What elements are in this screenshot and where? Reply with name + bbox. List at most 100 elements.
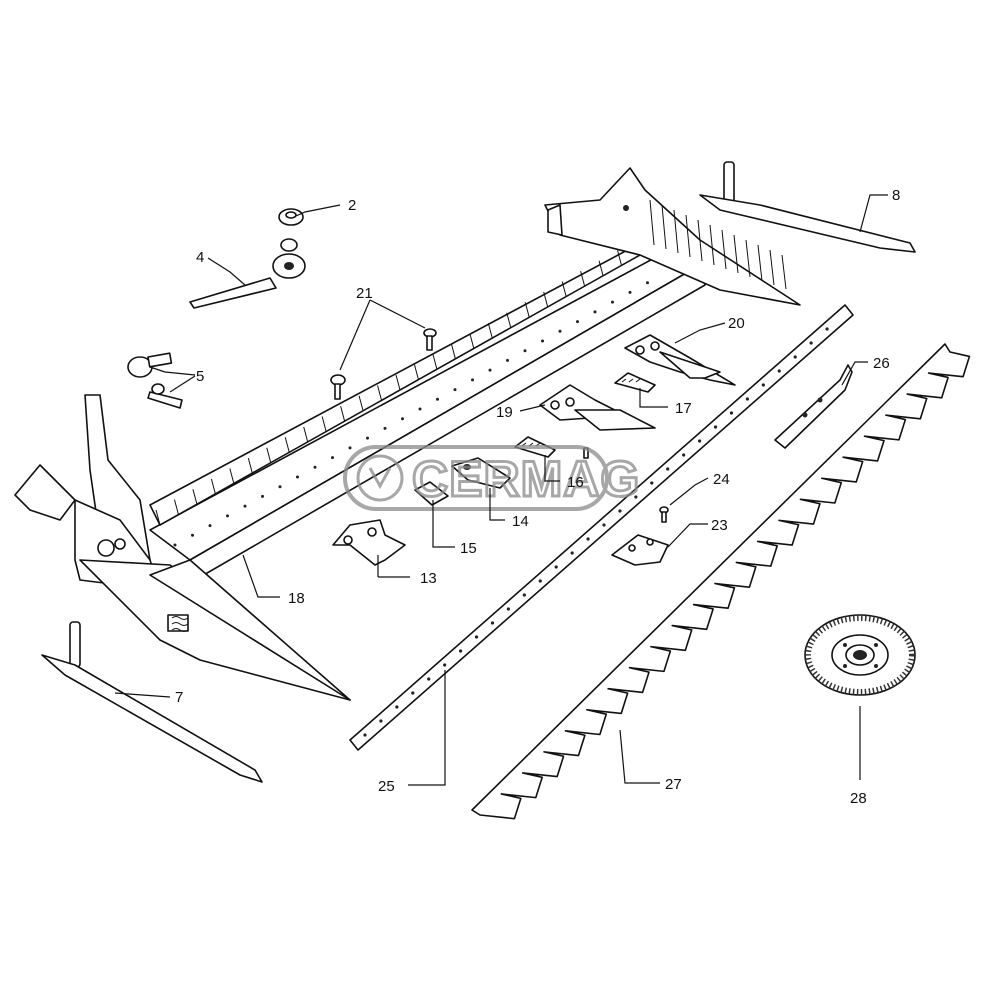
- knife-back-bar-part-25: [349, 304, 854, 751]
- beam-hole: [261, 494, 264, 498]
- callout-20: 20: [728, 315, 745, 332]
- bar-hole: [443, 663, 447, 667]
- bar-hole: [570, 551, 574, 555]
- knife-section-part-27: [471, 343, 971, 820]
- guard-finger-part-20: [624, 334, 736, 386]
- skid-plate-part-8: [699, 161, 916, 253]
- clutch-disc-part-28: [804, 614, 916, 696]
- beam-hole: [331, 456, 334, 460]
- bar-hole: [809, 341, 813, 345]
- shoe-hatch-line: [733, 234, 739, 274]
- clamp-part-14: [451, 457, 511, 489]
- shoe-hatch-line: [745, 239, 751, 278]
- beam-hole: [383, 426, 387, 430]
- shoe-hatch-line: [685, 214, 691, 258]
- bar-hole: [713, 425, 718, 429]
- beam-hole: [558, 329, 562, 333]
- beam-hole: [471, 378, 474, 382]
- bar-hole: [650, 481, 654, 485]
- bar-hole: [554, 565, 558, 569]
- beam-hole: [506, 358, 509, 362]
- screw-part-24: [659, 506, 669, 523]
- shoe-hatch-line: [673, 209, 679, 254]
- bar-hole: [459, 649, 463, 653]
- shoe-hatch-line: [781, 254, 787, 290]
- callout-18: 18: [288, 590, 305, 607]
- shoe-hatch-line: [709, 224, 715, 266]
- screws-part-21: [330, 328, 437, 400]
- beam-hatch-line: [561, 281, 567, 297]
- beam-hole: [628, 290, 632, 294]
- beam-hatch-line: [340, 406, 346, 422]
- plate-part-23: [611, 534, 669, 566]
- callout-2: 2: [348, 197, 356, 214]
- beam-hole: [488, 368, 492, 372]
- callout-14: 14: [512, 513, 529, 530]
- beam-hole: [646, 281, 649, 285]
- shoe-hatch-line: [661, 204, 667, 250]
- bar-hole: [427, 677, 431, 681]
- bar-hole: [761, 383, 765, 387]
- beam-hatch-line: [210, 478, 216, 494]
- bar-hole: [602, 523, 606, 527]
- beam-hatch-line: [155, 509, 161, 526]
- bar-hole: [363, 733, 367, 737]
- inner-shoe-assembly: [14, 394, 351, 701]
- beam-hatch-line: [247, 457, 253, 474]
- bar-hole: [666, 467, 670, 471]
- beam-hatch-line: [413, 364, 419, 380]
- beam-hatch-line: [358, 395, 364, 411]
- watermark-text: CERMAG: [412, 451, 640, 507]
- bar-hole: [395, 705, 399, 709]
- shoe-hatch-line: [769, 249, 775, 286]
- beam-hole: [278, 485, 282, 489]
- beam-hole: [436, 397, 439, 401]
- beam-hole: [173, 543, 177, 547]
- bar-hole: [618, 509, 622, 513]
- callout-4: 4: [196, 249, 204, 266]
- beam-hatch-line: [321, 416, 327, 432]
- beam-hatch-line: [506, 312, 512, 328]
- callout-23: 23: [711, 517, 728, 534]
- wear-plate-part-15: [414, 481, 449, 506]
- callout-24: 24: [713, 471, 730, 488]
- beam-hatch-line: [580, 271, 586, 287]
- beam-hatch-line: [598, 260, 604, 276]
- beam-hatch-line: [617, 250, 623, 266]
- bar-hole: [729, 411, 734, 415]
- cutter-bar-beam: [149, 237, 706, 581]
- beam-hole: [523, 349, 527, 353]
- beam-hatch-line: [173, 499, 179, 515]
- beam-hole: [243, 504, 247, 508]
- beam-hole: [191, 533, 194, 537]
- outer-shoe: [544, 167, 801, 306]
- callout-19: 19: [496, 404, 513, 421]
- bar-hole: [634, 495, 638, 499]
- beam-hole: [366, 436, 369, 440]
- beam-hatch-line: [524, 302, 530, 318]
- bar-hole: [506, 607, 510, 611]
- bar-hole: [490, 621, 495, 625]
- callout-7: 7: [175, 689, 183, 706]
- shoe-hatch-line: [757, 244, 763, 282]
- shoe-hatch-line: [721, 229, 727, 270]
- beam-hatch-line: [395, 374, 401, 391]
- beam-hatch-line: [303, 426, 309, 443]
- bar-hole: [538, 579, 542, 583]
- bar-hole: [777, 369, 781, 373]
- beam-hole: [296, 475, 299, 479]
- beam-hole: [348, 446, 352, 450]
- knife-holder-part-13: [332, 519, 406, 566]
- callout-labels: 2 4 5 7 8 13 14 15 16 17 18 19 20 21 23 …: [175, 187, 900, 807]
- callout-25: 25: [378, 778, 395, 795]
- beam-hole: [208, 524, 212, 528]
- callout-17: 17: [675, 400, 692, 417]
- shoe-hatch-line: [697, 219, 703, 262]
- callout-16: 16: [567, 474, 584, 491]
- skid-plate-part-7: [41, 621, 263, 783]
- bar-hole: [682, 453, 686, 457]
- eye-bolt-part-4: [189, 253, 306, 309]
- beam-hole: [418, 407, 422, 411]
- beam-hatch-line: [469, 333, 475, 349]
